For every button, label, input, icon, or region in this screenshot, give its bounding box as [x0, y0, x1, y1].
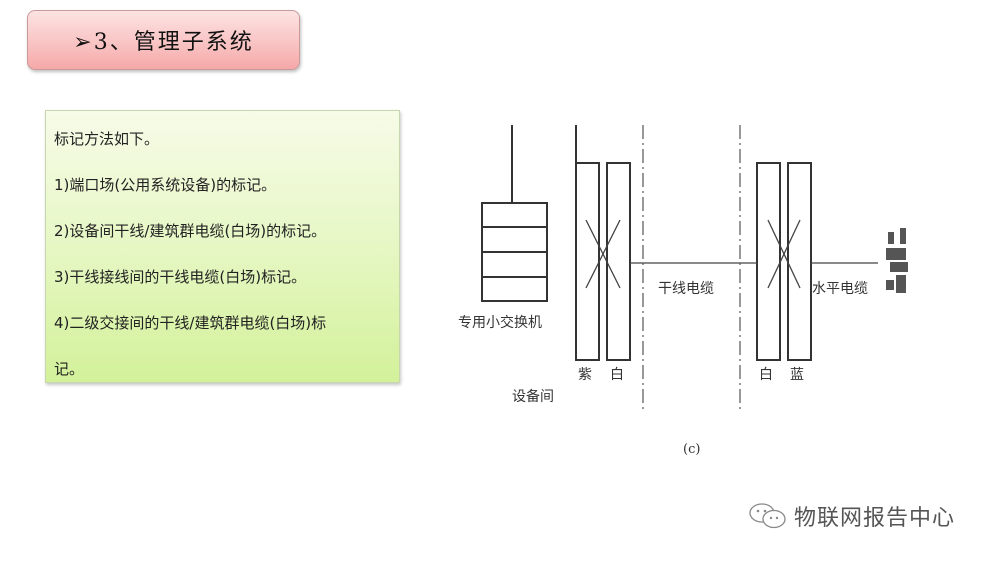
- notes-item-4: 4)二级交接间的干线/建筑群电缆(白场)标: [54, 314, 327, 332]
- wechat-icon: [749, 503, 786, 529]
- brand-watermark: 物联网报告中心: [748, 500, 955, 532]
- horizontal-cable-label: 水平电缆: [812, 281, 868, 297]
- field-blue-label: 蓝: [790, 367, 804, 383]
- diagram-caption: (c): [683, 442, 701, 457]
- section-title: ➢3、管理子系统: [73, 30, 254, 55]
- notes-panel: 标记方法如下。 1)端口场(公用系统设备)的标记。 2)设备间干线/建筑群电缆(…: [45, 110, 400, 383]
- notes-item-1: 1)端口场(公用系统设备)的标记。: [54, 176, 277, 194]
- brand-text: 物联网报告中心: [794, 506, 956, 531]
- telephone-icon: [886, 228, 908, 293]
- field-white-left-label: 白: [610, 367, 624, 383]
- pbx-label: 专用小交换机: [458, 315, 542, 331]
- equipment-room-label: 设备间: [512, 389, 554, 405]
- management-subsystem-diagram: 专用小交换机 紫 白 设备间 干线电缆 白 蓝 水平电缆 (c): [450, 110, 930, 470]
- field-purple-label: 紫: [578, 367, 592, 383]
- notes-item-4-tail: 记。: [54, 360, 85, 378]
- notes-intro: 标记方法如下。: [54, 130, 160, 148]
- field-white-right-label: 白: [759, 367, 773, 383]
- diagram-lines: [481, 125, 908, 410]
- trunk-cable-label: 干线电缆: [658, 281, 714, 297]
- notes-item-2: 2)设备间干线/建筑群电缆(白场)的标记。: [54, 222, 327, 240]
- section-title-box: ➢3、管理子系统: [27, 10, 300, 70]
- notes-item-3: 3)干线接线间的干线电缆(白场)标记。: [54, 268, 307, 286]
